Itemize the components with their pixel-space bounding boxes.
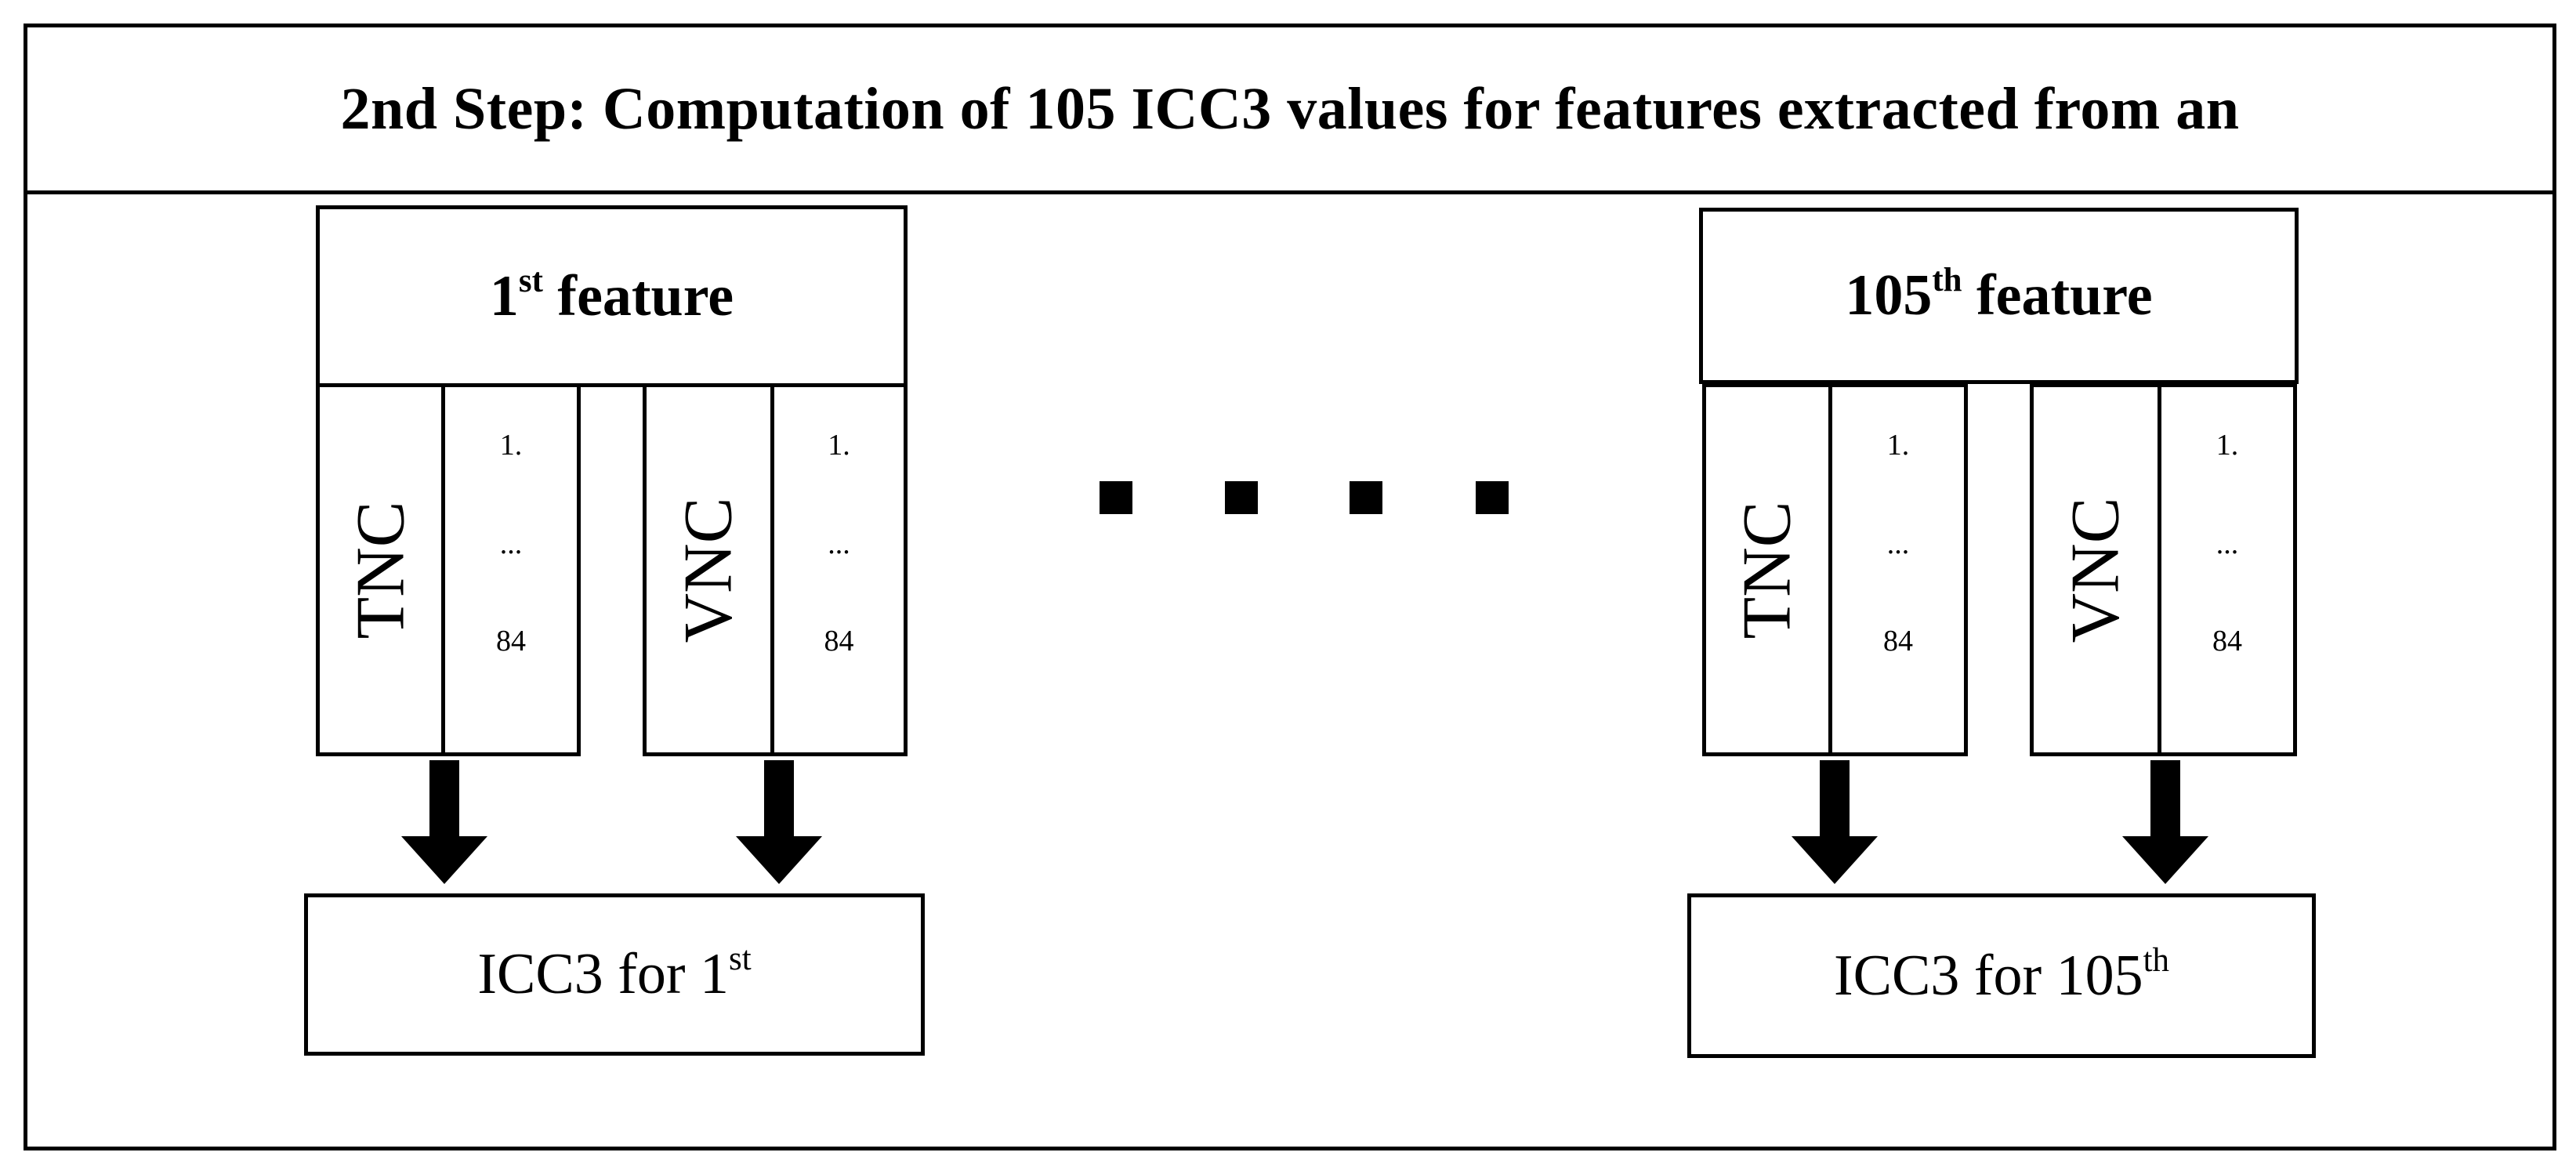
feature-105-header: 105th feature (1699, 208, 2299, 384)
ellipsis-dot (1100, 481, 1132, 514)
feature-1-tnc-row-ellipsis: ... (499, 527, 523, 560)
feature-105-tnc-values: 1. ... 84 (1828, 383, 1968, 756)
ellipsis-dot (1350, 481, 1382, 514)
feature-1-vnc-row-first: 1. (828, 429, 850, 462)
feature-1-result-box: ICC3 for 1st (304, 893, 925, 1056)
ellipsis-dot (1476, 481, 1509, 514)
feature-1-vnc-row-ellipsis: ... (828, 527, 850, 560)
feature-105-vnc-row-ellipsis: ... (2216, 527, 2239, 560)
feature-105-vnc-row-first: 1. (2216, 429, 2239, 462)
title-box: 2nd Step: Computation of 105 ICC3 values… (24, 24, 2556, 194)
feature-105-tnc-row-ellipsis: ... (1886, 527, 1910, 560)
feature-105-result-text: ICC3 for 105th (1833, 941, 2170, 1008)
feature-105-tnc-row-first: 1. (1886, 429, 1910, 462)
arrow-down-icon (736, 760, 822, 884)
feature-1-tnc-row-first: 1. (499, 429, 523, 462)
ellipsis-dot (1225, 481, 1258, 514)
feature-1-tnc-values: 1. ... 84 (441, 383, 581, 756)
feature-1-vnc-values: 1. ... 84 (770, 383, 908, 756)
arrow-down-icon (2122, 760, 2208, 884)
feature-105-vnc-values: 1. ... 84 (2158, 383, 2297, 756)
feature-105-vnc-row-last: 84 (2212, 625, 2242, 658)
feature-1-vnc-row-last: 84 (824, 625, 854, 658)
arrow-down-icon (401, 760, 487, 884)
feature-1-tnc-row-last: 84 (496, 625, 526, 658)
feature-1-header-text: 1st feature (489, 262, 734, 328)
feature-1-result-text: ICC3 for 1st (477, 940, 752, 1006)
feature-105-tnc-row-last: 84 (1883, 625, 1913, 658)
feature-1-header: 1st feature (316, 205, 908, 387)
arrow-down-icon (1792, 760, 1878, 884)
diagram-title: 2nd Step: Computation of 105 ICC3 values… (340, 75, 2240, 142)
feature-105-result-box: ICC3 for 105th (1687, 893, 2316, 1058)
feature-105-header-text: 105th feature (1845, 261, 2153, 328)
